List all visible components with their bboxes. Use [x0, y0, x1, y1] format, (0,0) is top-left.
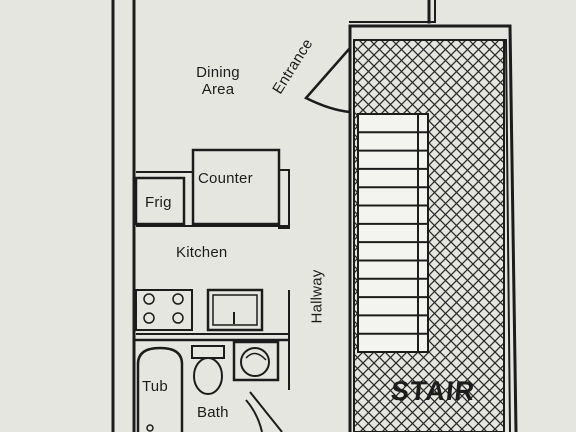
entrance-door	[303, 40, 352, 114]
sink-outer	[206, 288, 264, 332]
sink-basin	[212, 294, 258, 326]
counter-box	[191, 148, 281, 226]
label-tub: Tub	[142, 378, 168, 395]
lavatory	[232, 340, 280, 382]
label-hallway: Hallway	[308, 269, 326, 324]
frig-box	[134, 176, 186, 226]
toilet-tank	[191, 345, 225, 359]
label-frig: Frig	[145, 194, 172, 211]
tub	[136, 346, 184, 432]
range	[135, 289, 193, 331]
label-stair: STAIR	[389, 376, 477, 406]
stair-frame-outer	[348, 24, 518, 432]
label-dining-line2: Area	[201, 81, 235, 98]
bath-door	[245, 391, 283, 432]
counter-side	[278, 169, 290, 229]
stair-frame-right-inner	[504, 38, 512, 432]
label-dining-area: Dining Area	[190, 64, 246, 98]
stair-treads	[357, 113, 429, 353]
label-counter: Counter	[198, 170, 253, 187]
toilet-bowl	[193, 357, 223, 395]
label-dining-line1: Dining	[196, 64, 240, 81]
label-kitchen: Kitchen	[176, 244, 228, 261]
label-bath: Bath	[197, 404, 229, 421]
